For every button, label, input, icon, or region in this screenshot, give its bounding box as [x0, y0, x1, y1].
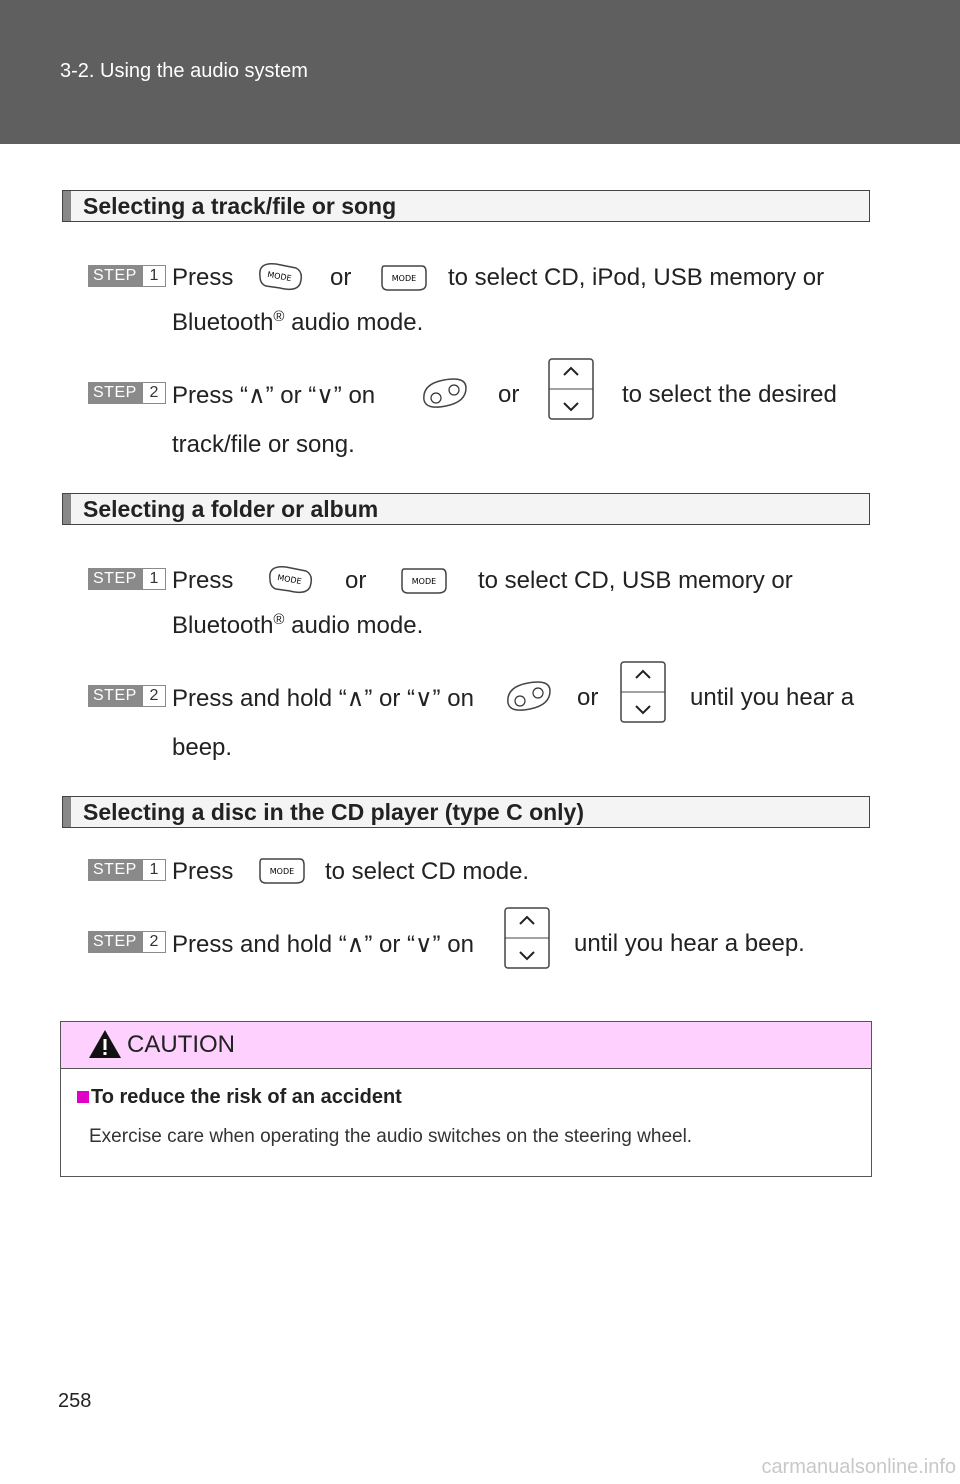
caution-title: CAUTION — [127, 1031, 235, 1058]
step-text: to select CD, iPod, USB memory or — [448, 264, 825, 291]
step-text: to select the desired — [622, 381, 837, 408]
svg-text:MODE: MODE — [412, 577, 436, 586]
mode-button-icon: MODE — [259, 858, 305, 884]
section-title: Selecting a disc in the CD player (type … — [83, 799, 585, 825]
section-title: Selecting a folder or album — [83, 496, 379, 522]
step-text: or — [345, 567, 367, 594]
section-heading: Selecting a disc in the CD player (type … — [62, 796, 870, 828]
step-text: Press — [172, 264, 234, 291]
step-text: beep. — [172, 734, 233, 761]
watermark: carmanualsonline.info — [761, 1456, 956, 1478]
caution-body: Exercise care when operating the audio s… — [89, 1126, 693, 1147]
step-text: Press “∧” or “∨” on — [172, 382, 376, 409]
step-badge: STEP 2 — [88, 382, 166, 404]
up-down-rocker-icon — [548, 358, 594, 420]
step-text: track/file or song. — [172, 431, 355, 458]
step-badge: STEP 1 — [88, 265, 166, 287]
step-text: Bluetooth® audio mode. — [172, 308, 424, 336]
step-badge: STEP 1 — [88, 568, 166, 590]
page-number: 258 — [58, 1390, 92, 1412]
svg-text:MODE: MODE — [267, 270, 293, 283]
step-text: Press — [172, 858, 234, 885]
breadcrumb: 3-2. Using the audio system — [60, 60, 308, 82]
mode-button-icon: MODE — [401, 568, 447, 594]
page-header: 3-2. Using the audio system — [0, 0, 960, 144]
caution-box: CAUTION To reduce the risk of an acciden… — [60, 1021, 872, 1177]
step-text: Bluetooth® audio mode. — [172, 611, 424, 639]
up-down-rocker-icon — [504, 907, 550, 969]
step-badge: STEP 1 — [88, 859, 166, 881]
svg-text:MODE: MODE — [270, 867, 294, 876]
section-title: Selecting a track/file or song — [83, 193, 397, 219]
mode-button-icon: MODE — [259, 263, 303, 291]
seek-button-icon — [507, 681, 551, 711]
step-text: Press — [172, 567, 234, 594]
step-badge: STEP 2 — [88, 931, 166, 953]
step-text: to select CD mode. — [325, 858, 530, 885]
step-text: or — [577, 684, 599, 711]
section-heading: Selecting a folder or album — [62, 493, 870, 525]
step-text: or — [498, 381, 520, 408]
caution-subtitle: To reduce the risk of an accident — [91, 1086, 402, 1108]
caution-header: CAUTION — [61, 1022, 871, 1069]
step-text: until you hear a — [690, 684, 855, 711]
warning-triangle-icon — [89, 1030, 121, 1058]
mode-button-icon: MODE — [381, 265, 427, 291]
step-text: Press and hold “∧” or “∨” on — [172, 931, 474, 958]
bullet-square-icon — [77, 1091, 89, 1103]
step-text: until you hear a beep. — [574, 930, 805, 957]
step-badge: STEP 2 — [88, 685, 166, 707]
step-text: to select CD, USB memory or — [478, 567, 793, 594]
svg-text:MODE: MODE — [277, 573, 303, 586]
svg-text:MODE: MODE — [392, 274, 416, 283]
step-text: or — [330, 264, 352, 291]
seek-button-icon — [423, 378, 467, 408]
mode-button-icon: MODE — [269, 566, 313, 594]
step-text: Press and hold “∧” or “∨” on — [172, 685, 474, 712]
section-heading: Selecting a track/file or song — [62, 190, 870, 222]
up-down-rocker-icon — [620, 661, 666, 723]
